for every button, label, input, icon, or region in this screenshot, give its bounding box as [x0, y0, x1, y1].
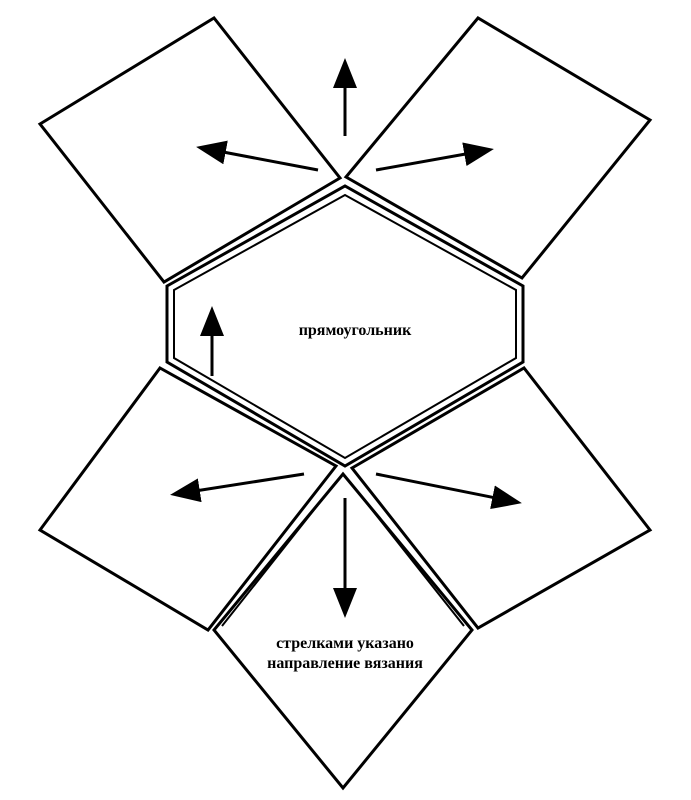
bottom-diamond-inner-edge-right: [349, 481, 465, 627]
upper-right-square: [343, 16, 653, 280]
arrow-upper-right: [375, 142, 494, 172]
note-line-1: стрелками указано: [276, 635, 414, 652]
arrow-lower-left: [170, 472, 305, 503]
arrow-upper-left: [196, 140, 319, 172]
upper-left-square: [37, 16, 343, 284]
bottom-diamond: [212, 471, 474, 791]
note-line-2: направление вязания: [267, 655, 423, 672]
arrow-lower-right: [375, 472, 522, 510]
bottom-diamond-inner-edge-left: [221, 481, 337, 627]
center-hexagon-inner: [173, 193, 517, 460]
center-label: прямоугольник: [299, 322, 412, 339]
